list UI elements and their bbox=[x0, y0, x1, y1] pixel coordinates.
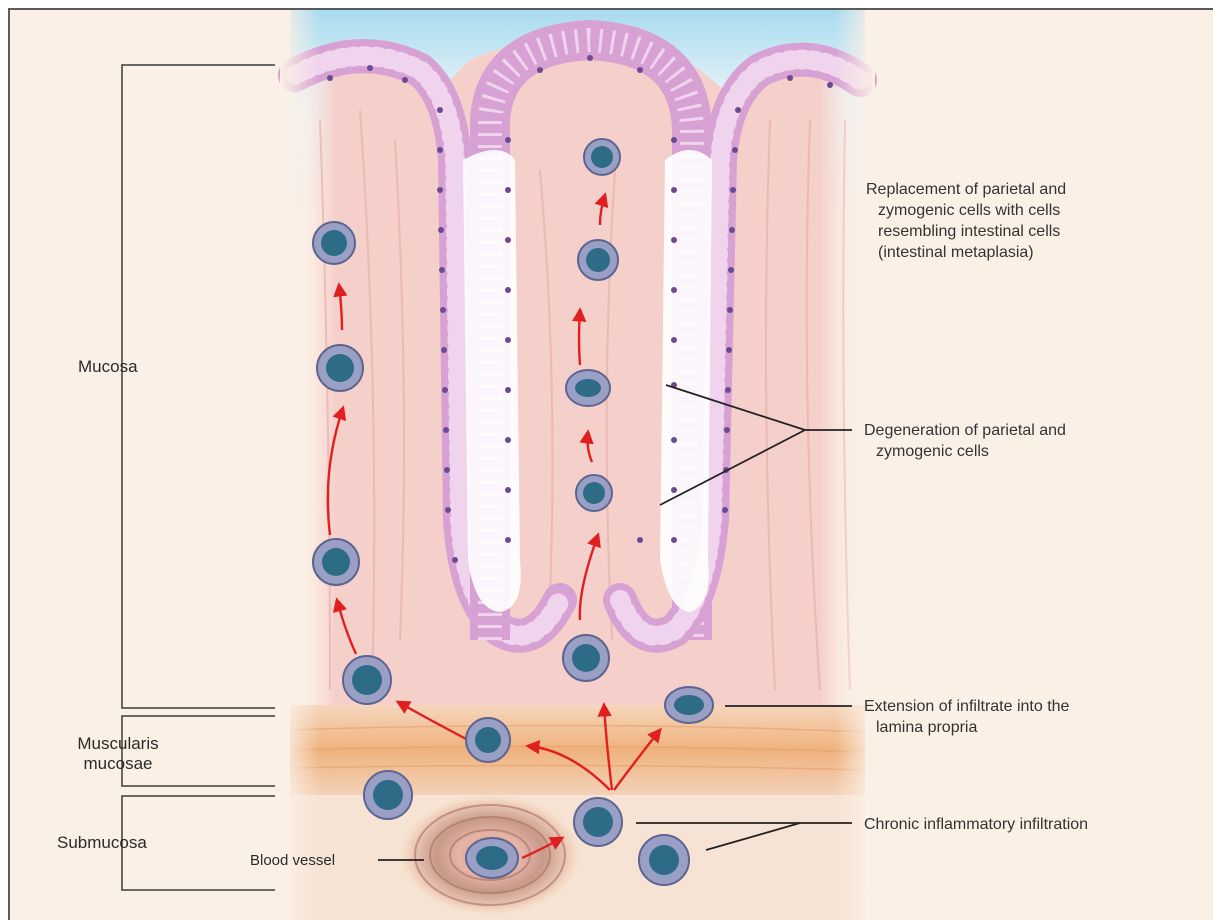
annotation-line: Degeneration of parietal and bbox=[864, 420, 1066, 441]
mucosa-bracket bbox=[122, 65, 275, 708]
inflammatory-cell bbox=[665, 687, 713, 723]
label-muscularis-mucosae: Muscularis mucosae bbox=[62, 734, 174, 774]
annotation-line: (intestinal metaplasia) bbox=[866, 242, 1066, 263]
annotation-line: Extension of infiltrate into the bbox=[864, 696, 1069, 717]
inflammatory-cell bbox=[566, 370, 610, 406]
annotation-chronic-infiltration: Chronic inflammatory infiltration bbox=[864, 814, 1088, 835]
label-mucosa: Mucosa bbox=[78, 357, 138, 377]
annotation-degeneration: Degeneration of parietal and zymogenic c… bbox=[864, 420, 1066, 462]
inflammatory-cell bbox=[313, 222, 355, 264]
annotation-line: lamina propria bbox=[864, 717, 1069, 738]
inflammatory-cell bbox=[584, 139, 620, 175]
label-muscularis-line1: Muscularis bbox=[62, 734, 174, 754]
crypt-lumen-right bbox=[660, 150, 712, 612]
inflammatory-cell bbox=[343, 656, 391, 704]
inflammatory-cell bbox=[574, 798, 622, 846]
annotation-line: resembling intestinal cells bbox=[866, 221, 1066, 242]
label-blood-vessel: Blood vessel bbox=[250, 851, 335, 871]
inflammatory-cell bbox=[466, 838, 518, 878]
annotation-line: zymogenic cells with cells bbox=[866, 200, 1066, 221]
label-muscularis-line2: mucosae bbox=[62, 754, 174, 774]
inflammatory-cell bbox=[563, 635, 609, 681]
inflammatory-cell bbox=[578, 240, 618, 280]
label-submucosa: Submucosa bbox=[57, 833, 147, 853]
inflammatory-cell bbox=[364, 771, 412, 819]
inflammatory-cell bbox=[313, 539, 359, 585]
inflammatory-cell bbox=[639, 835, 689, 885]
annotation-line: Replacement of parietal and bbox=[866, 179, 1066, 200]
annotation-intestinal-metaplasia: Replacement of parietal and zymogenic ce… bbox=[866, 179, 1066, 263]
annotation-extension: Extension of infiltrate into the lamina … bbox=[864, 696, 1069, 738]
crypt-lumen-left bbox=[463, 150, 521, 612]
inflammatory-cell bbox=[576, 475, 612, 511]
inflammatory-cell bbox=[317, 345, 363, 391]
annotation-line: zymogenic cells bbox=[864, 441, 1066, 462]
inflammatory-cell bbox=[466, 718, 510, 762]
